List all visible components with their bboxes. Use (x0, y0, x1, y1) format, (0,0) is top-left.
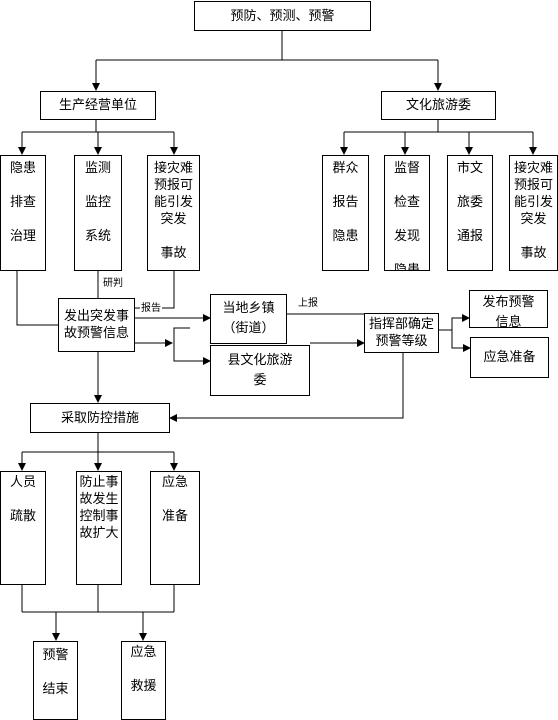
node-disaster-forecast-right: 接灾难 预报可 能引发 突发 事故 (509, 155, 558, 271)
node-disaster-forecast-left: 接灾难 预报可 能引发 突发 事故 (147, 155, 200, 271)
node-hazard-check: 隐患 排查 治理 (0, 155, 46, 271)
node-warning-end: 预警 结束 (33, 641, 78, 720)
node-local-town: 当地乡镇 （街道） (210, 294, 287, 344)
node-publish-warning: 发布预警 信息 (469, 290, 548, 328)
node-command-level: 指挥部确定 预警等级 (364, 313, 439, 353)
label-analysis: 研判 (102, 278, 124, 290)
node-city-notice: 市文 旅委 通报 (447, 155, 493, 271)
node-monitoring-system: 监测 监控 系统 (74, 155, 122, 271)
node-inspection-found: 监督 检查 发现 隐患 (384, 155, 430, 271)
top-node: 预防、预测、预警 (194, 1, 371, 31)
branch-production-unit: 生产经营单位 (40, 91, 156, 120)
node-public-report: 群众 报告 隐患 (322, 155, 369, 271)
branch-culture-tourism-committee: 文化旅游委 (381, 91, 496, 120)
node-emergency-rescue: 应急 救援 (121, 641, 166, 720)
node-prevent-accident: 防止事 故发生 控制事 故扩大 (76, 471, 122, 585)
label-report-up: 上报 (297, 298, 319, 310)
node-evacuation: 人员 疏散 (0, 471, 46, 585)
node-emergency-ready: 应急 准备 (150, 471, 200, 585)
node-warning-info: 发出突发事 故预警信息 (58, 298, 135, 352)
node-county-culture: 县文化旅游 委 (210, 345, 310, 396)
node-emergency-prep: 应急准备 (470, 337, 549, 378)
node-take-measures: 采取防控措施 (30, 403, 170, 433)
label-report: 报告 (140, 303, 162, 315)
